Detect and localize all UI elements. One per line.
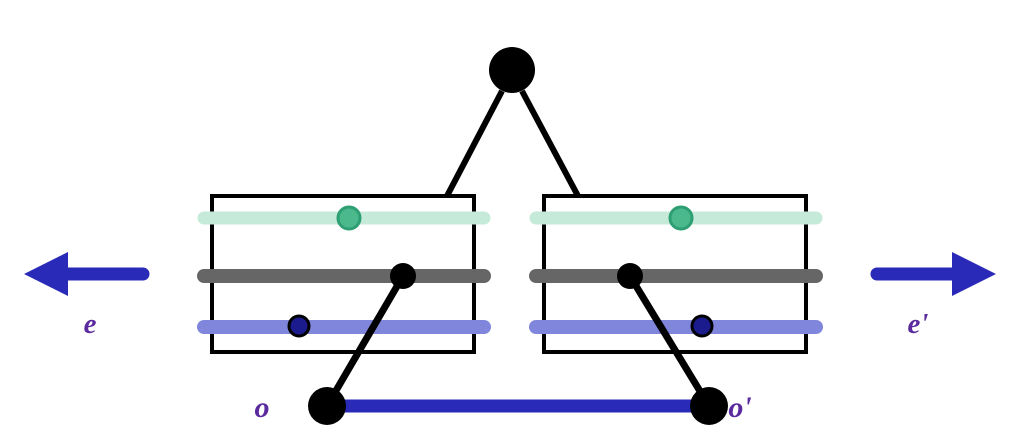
box-left-group[interactable]	[197, 194, 491, 354]
arrow-left-head	[24, 252, 68, 296]
worldline-left[interactable]	[323, 274, 407, 408]
origin-label-left: o	[255, 391, 270, 424]
marker-green-left[interactable]	[336, 205, 362, 231]
flow-label-right: e'	[908, 308, 929, 340]
marker-navy-right[interactable]	[690, 314, 714, 338]
worldline-right[interactable]	[627, 274, 712, 408]
flow-label-left: e	[84, 308, 97, 340]
marker-navy-left[interactable]	[287, 314, 311, 338]
origin-label-right: o'	[728, 391, 751, 424]
arrow-left-group[interactable]	[24, 252, 150, 296]
marker-node-left[interactable]	[390, 263, 416, 289]
marker-green-right[interactable]	[668, 205, 694, 231]
arrow-right-group[interactable]	[870, 252, 996, 296]
origin-node-left[interactable]	[308, 387, 346, 425]
branch-right-line	[519, 89, 581, 198]
root-node[interactable]	[489, 47, 535, 93]
box-right-group[interactable]	[529, 194, 823, 354]
worldlines	[323, 274, 712, 408]
marker-node-right[interactable]	[617, 263, 643, 289]
arrow-right-head	[952, 252, 996, 296]
branch-lines	[444, 89, 581, 198]
origin-node-right[interactable]	[690, 387, 728, 425]
branch-left-line	[444, 89, 505, 198]
